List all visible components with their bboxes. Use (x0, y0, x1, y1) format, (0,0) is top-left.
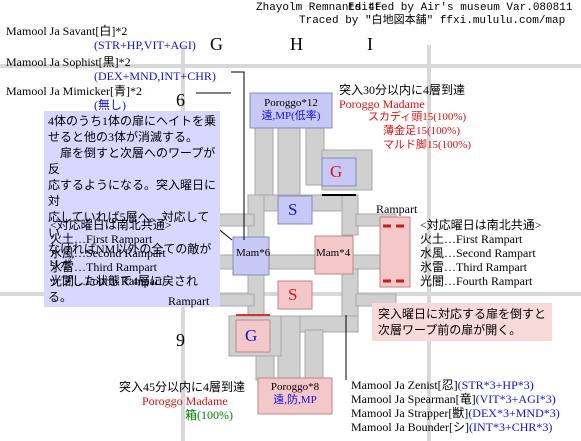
s-top-label: S (288, 200, 298, 219)
room-mam-left (232, 236, 270, 276)
bottom-mobs: Mamool Ja Zenist[忍](STR*3+HP*3) Mamool J… (351, 378, 560, 434)
note-line: 扉を倒すと次層へのワープが反 (48, 146, 216, 176)
g-bottom-label: G (245, 326, 258, 345)
mob-line: Mamool Ja Strapper[獣](DEX*3+MND*3) (351, 406, 560, 420)
door-mechanic-note: 4体のうち1体の扉にヘイトを乗 せると他の3体が消滅する。 扉を倒すと次層へのワ… (44, 111, 220, 307)
s-bottom-label: S (288, 285, 298, 304)
room-s-top (277, 195, 313, 225)
top-right-npc: Poroggo Madame (339, 97, 425, 111)
mob-line: Mamool Ja Zenist[忍](STR*3+HP*3) (351, 378, 534, 392)
note-line: せると他の3体が消滅する。 (48, 130, 199, 144)
mob-line: Mamool Ja Bounder[シ](INT*3+CHR*3) (351, 420, 553, 434)
bottom-left-npc: Poroggo Madame (142, 394, 228, 408)
column-label-i: I (367, 34, 373, 54)
mob-line: Mamool Ja Spearman[竜](VIT*3+AGI*3) (351, 392, 556, 406)
mob-savant-stats: (STR+HP,VIT+AGI) (94, 38, 196, 52)
map-title: Zhayolm Remnants 4F (256, 2, 382, 14)
room-poroggo-bottom (257, 377, 333, 415)
note-line: 突入曜日に対応する扉を倒すと (378, 307, 547, 321)
bottom-left-arrival: 突入45分以内に4層到達 (119, 380, 246, 394)
mam-left-label: Mam*6 (236, 247, 271, 259)
row-label-6: 6 (176, 90, 185, 110)
mob-mimicker-name: Mamool Ja Mimicker[青]*2 (6, 84, 142, 98)
right-legend-title: <対応曜日は南北共通> (420, 218, 542, 232)
mob-sophist-name: Mamool Ja Sophist[黒]*2 (6, 55, 131, 69)
row-label-9: 9 (176, 330, 185, 350)
top-right-drop-3: マルド脚15(100%) (383, 139, 471, 151)
traced-by: Traced by "白地図本舗" ffxi.mululu.com/map (299, 15, 566, 27)
room-title: Poroggo*12 (264, 97, 318, 109)
bottom-left-drop: 箱(100%) (185, 408, 233, 422)
room-g-bottom (235, 319, 271, 353)
left-legend-item: 水風…Second Rampart (50, 246, 166, 260)
column-label-h: H (290, 34, 303, 54)
room-poroggo-bottom-label: Poroggo*8 遠,防,MP (258, 381, 332, 407)
mam-right-label: Mam*4 (316, 247, 351, 259)
left-legend-item: 光闇…Fourth Rampart (50, 274, 163, 288)
room-mam-right (314, 235, 354, 275)
left-legend-item: 火土…First Rampart (50, 232, 153, 246)
mob-savant-name: Mamool Ja Savant[白]*2 (6, 24, 128, 38)
top-right-drop-1: スカディ頭15(100%) (368, 111, 467, 123)
note-line: 応するようになる。突入曜日に対 (48, 178, 217, 208)
top-right-arrival: 突入30分以内に4層到達 (339, 83, 466, 97)
room-sub: 遠,防,MP (273, 394, 317, 406)
room-sub: 遠,MP(低率) (261, 110, 321, 122)
right-legend-item: 氷雷…Third Rampart (420, 260, 527, 274)
door-open-note: 突入曜日に対応する扉を倒すと 次層ワープ前の扉が開く。 (372, 303, 553, 341)
rampart-right (379, 216, 411, 288)
rampart-right-label: Rampart (376, 202, 418, 216)
note-line: 4体のうち1体の扉にヘイトを乗 (48, 114, 217, 128)
right-legend-item: 水風…Second Rampart (420, 246, 536, 260)
room-s-bottom (277, 280, 313, 310)
right-legend: <対応曜日は南北共通> 火土…First Rampart 水風…Second R… (420, 218, 542, 288)
note-line: なければNM以外の全ての敵がリポ (48, 242, 212, 272)
mob-sophist-stats: (DEX+MND,INT+CHR) (94, 69, 216, 83)
right-legend-item: 光闇…Fourth Rampart (420, 274, 533, 288)
edited-by: Editted by Air's museum Var.080811 (348, 2, 573, 14)
column-label-g: G (210, 34, 223, 54)
room-g-top (321, 157, 357, 187)
rampart-left-label: Rampart (168, 294, 210, 308)
left-legend: <対応曜日は南北共通> 火土…First Rampart 水風…Second R… (50, 218, 172, 288)
room-title: Poroggo*8 (270, 381, 320, 393)
note-line: 応していれば5層へ。対応してい (48, 210, 210, 240)
mob-mimicker-stats: (無し) (94, 98, 126, 112)
room-poroggo-top-label: Poroggo*12 遠,MP(低率) (250, 97, 332, 123)
room-poroggo-top (249, 92, 333, 129)
top-right-drop-2: 薄金足15(100%) (383, 125, 460, 137)
note-line: ップした状態で4層に戻される。 (48, 274, 199, 304)
left-legend-item: 氷雷…Third Rampart (50, 260, 157, 274)
note-line: 次層ワープ前の扉が開く。 (378, 323, 522, 337)
left-legend-title: <対応曜日は南北共通> (50, 218, 172, 232)
g-top-label: G (330, 162, 343, 181)
right-legend-item: 火土…First Rampart (420, 232, 523, 246)
